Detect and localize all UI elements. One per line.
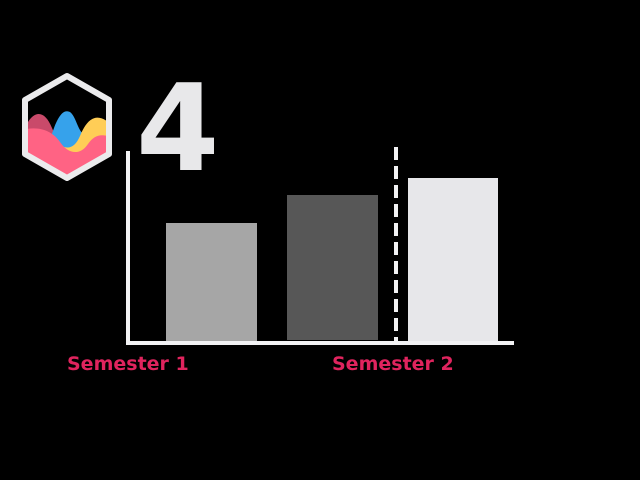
- dashed-divider: [394, 147, 398, 341]
- label-semester2: Semester 2: [332, 353, 454, 375]
- y-axis: [126, 151, 130, 345]
- label-semester1: Semester 1: [67, 353, 189, 375]
- x-axis: [126, 341, 514, 345]
- chart-logo-icon: [22, 73, 112, 181]
- chapter-number: 4: [136, 60, 220, 199]
- bar-semester1-a: [166, 223, 257, 341]
- bar-semester2: [408, 178, 498, 341]
- bar-semester1-b: [287, 195, 378, 340]
